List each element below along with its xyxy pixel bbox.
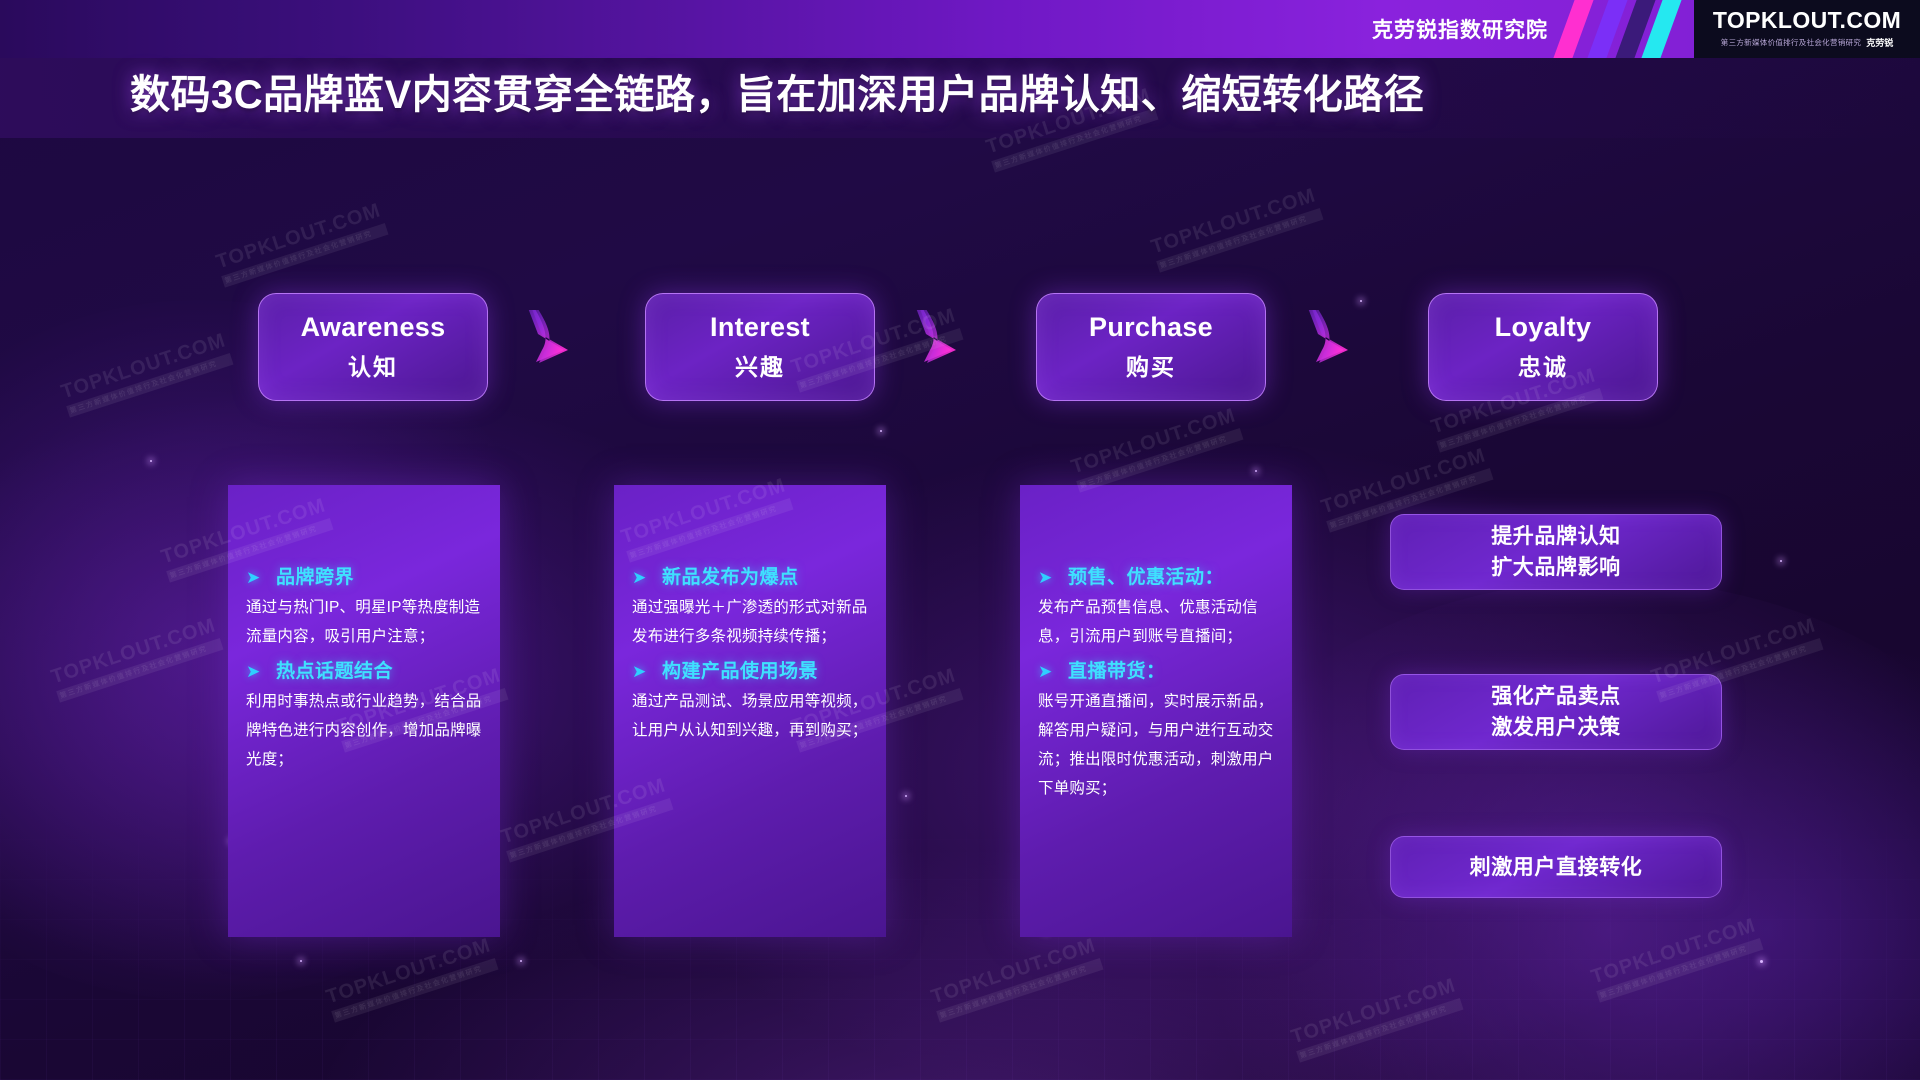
sparkle-dot bbox=[150, 460, 152, 462]
watermark-bottom-text: 第三方新媒体价值排行及社会化营销研究 bbox=[221, 223, 389, 288]
bullet-title: 构建产品使用场景 bbox=[662, 661, 819, 682]
bullet-heading: ➤ 品牌跨界 bbox=[246, 565, 486, 591]
bullet-spacer bbox=[632, 651, 872, 659]
detail-panel-purchase: ➤ 预售、优惠活动： 发布产品预售信息、优惠活动信息，引流用户到账号直播间； ➤ 直播带… bbox=[1020, 485, 1292, 937]
sparkle-dot bbox=[1780, 560, 1782, 562]
outcome-pill-line1: 刺激用户直接转化 bbox=[1469, 855, 1643, 879]
stage-chip-label-en: Loyalty bbox=[1494, 312, 1592, 342]
logo-wordmark: TOPKLOUT.COM bbox=[1712, 7, 1902, 33]
detail-panel-content: ➤ 品牌跨界通过与热门IP、明星IP等热度制造流量内容，吸引用户注意； ➤ 热点话题结… bbox=[246, 565, 486, 937]
chevron-right-bullet-icon: ➤ bbox=[632, 568, 647, 587]
header-stripes-decoration bbox=[1548, 0, 1698, 58]
outcome-pill-line1: 强化产品卖点 bbox=[1491, 685, 1621, 708]
outcome-pill-line1: 提升品牌认知 bbox=[1491, 525, 1621, 548]
sparkle-dot bbox=[300, 960, 302, 962]
bullet-spacer bbox=[1038, 651, 1278, 659]
bullet-heading: ➤ 构建产品使用场景 bbox=[632, 659, 872, 685]
sparkle-dot bbox=[1360, 300, 1362, 302]
stage-chip-label-en: Awareness bbox=[300, 312, 446, 342]
logo-subtitle-cn: 克劳锐 bbox=[1866, 38, 1894, 48]
watermark-top-text: TOPKLOUT.COM bbox=[1148, 184, 1319, 259]
chevron-right-bullet-icon: ➤ bbox=[1038, 662, 1053, 681]
detail-panel-interest: ➤ 新品发布为爆点通过强曝光＋广渗透的形式对新品发布进行多条视频持续传播； ➤ 构建产… bbox=[614, 485, 886, 937]
watermark-top-text: TOPKLOUT.COM bbox=[1318, 444, 1489, 519]
chevron-right-bullet-icon: ➤ bbox=[246, 662, 261, 681]
bullet-body-text: 通过强曝光＋广渗透的形式对新品发布进行多条视频持续传播； bbox=[632, 599, 868, 645]
chevron-right-bullet-icon: ➤ bbox=[632, 662, 647, 681]
stage-chip-label-cn: 兴趣 bbox=[735, 354, 785, 380]
title-band bbox=[0, 58, 1920, 138]
outcome-pill-1[interactable]: 提升品牌认知扩大品牌影响 bbox=[1390, 514, 1722, 590]
header-bar: 克劳锐指数研究院 TOPKLOUT.COM 第三方新媒体价值排行及社会化营销研究… bbox=[0, 0, 1920, 58]
detail-panel-content: ➤ 新品发布为爆点通过强曝光＋广渗透的形式对新品发布进行多条视频持续传播； ➤ 构建产… bbox=[632, 565, 872, 937]
stage-chip-label-en: Purchase bbox=[1089, 312, 1213, 342]
watermark-bottom-text: 第三方新媒体价值排行及社会化营销研究 bbox=[1156, 208, 1324, 273]
chevron-right-arrow-icon bbox=[512, 282, 590, 384]
topklout-logo: TOPKLOUT.COM 第三方新媒体价值排行及社会化营销研究 克劳锐 bbox=[1694, 0, 1920, 58]
stage-chip-purchase[interactable]: Purchase 购买 bbox=[1036, 293, 1266, 401]
chevron-right-arrow-icon bbox=[900, 282, 978, 384]
sparkle-dot bbox=[880, 430, 882, 432]
stage-chip-loyalty[interactable]: Loyalty 忠诚 bbox=[1428, 293, 1658, 401]
detail-panel-awareness: ➤ 品牌跨界通过与热门IP、明星IP等热度制造流量内容，吸引用户注意； ➤ 热点话题结… bbox=[228, 485, 500, 937]
bullet-title: 热点话题结合 bbox=[276, 661, 394, 682]
stage-chip-label-en: Interest bbox=[710, 312, 810, 342]
page-title: 数码3C品牌蓝V内容贯穿全链路，旨在加深用户品牌认知、缩短转化路径 bbox=[130, 73, 1425, 117]
chevron-right-arrow-icon bbox=[1292, 282, 1370, 384]
outcome-pill-2[interactable]: 强化产品卖点激发用户决策 bbox=[1390, 674, 1722, 750]
outcome-pill-line2: 激发用户决策 bbox=[1491, 716, 1621, 739]
detail-panel-content: ➤ 预售、优惠活动： 发布产品预售信息、优惠活动信息，引流用户到账号直播间； ➤ 直播带… bbox=[1038, 565, 1278, 937]
bullet-title: 新品发布为爆点 bbox=[662, 567, 799, 588]
watermark-top-text: TOPKLOUT.COM bbox=[213, 199, 384, 274]
bullet-heading: ➤ 直播带货： bbox=[1038, 659, 1278, 685]
bullet-heading: ➤ 热点话题结合 bbox=[246, 659, 486, 685]
bullet-heading: ➤ 新品发布为爆点 bbox=[632, 565, 872, 591]
bullet-body-text: 通过产品测试、场景应用等视频，让用户从认知到兴趣，再到购买； bbox=[632, 693, 868, 739]
stage-chip-label-cn: 忠诚 bbox=[1518, 354, 1568, 380]
chevron-right-bullet-icon: ➤ bbox=[1038, 568, 1053, 587]
chevron-right-bullet-icon: ➤ bbox=[246, 568, 261, 587]
bullet-title: 品牌跨界 bbox=[276, 567, 355, 588]
bullet-body-text: 通过与热门IP、明星IP等热度制造流量内容，吸引用户注意； bbox=[246, 599, 481, 645]
stage-chip-label-cn: 购买 bbox=[1126, 354, 1176, 380]
watermark-bottom-text: 第三方新媒体价值排行及社会化营销研究 bbox=[1076, 428, 1244, 493]
logo-subtitle: 第三方新媒体价值排行及社会化营销研究 克劳锐 bbox=[1721, 36, 1893, 49]
bullet-body-text: 发布产品预售信息、优惠活动信息，引流用户到账号直播间； bbox=[1038, 599, 1258, 645]
watermark-top-text: TOPKLOUT.COM bbox=[1068, 404, 1239, 479]
sparkle-dot bbox=[905, 795, 907, 797]
sparkle-dot bbox=[520, 960, 522, 962]
stage-chip-awareness[interactable]: Awareness 认知 bbox=[258, 293, 488, 401]
bullet-body-text: 账号开通直播间，实时展示新品，解答用户疑问，与用户进行互动交流；推出限时优惠活动… bbox=[1038, 693, 1274, 797]
bullet-spacer bbox=[246, 651, 486, 659]
outcome-pill-3[interactable]: 刺激用户直接转化 bbox=[1390, 836, 1722, 898]
stage-chip-interest[interactable]: Interest 兴趣 bbox=[645, 293, 875, 401]
stage-chip-label-cn: 认知 bbox=[348, 354, 398, 380]
brand-name: 克劳锐指数研究院 bbox=[1372, 19, 1548, 42]
outcome-pill-line2: 扩大品牌影响 bbox=[1491, 556, 1621, 579]
bullet-body-text: 利用时事热点或行业趋势，结合品牌特色进行内容创作，增加品牌曝光度； bbox=[246, 693, 482, 768]
bullet-heading: ➤ 预售、优惠活动： bbox=[1038, 565, 1278, 591]
bullet-title: 直播带货： bbox=[1068, 661, 1166, 682]
sparkle-dot bbox=[1255, 470, 1257, 472]
bullet-title: 预售、优惠活动： bbox=[1068, 567, 1225, 588]
logo-subtitle-text: 第三方新媒体价值排行及社会化营销研究 bbox=[1720, 38, 1862, 47]
sparkle-dot bbox=[1760, 960, 1763, 963]
